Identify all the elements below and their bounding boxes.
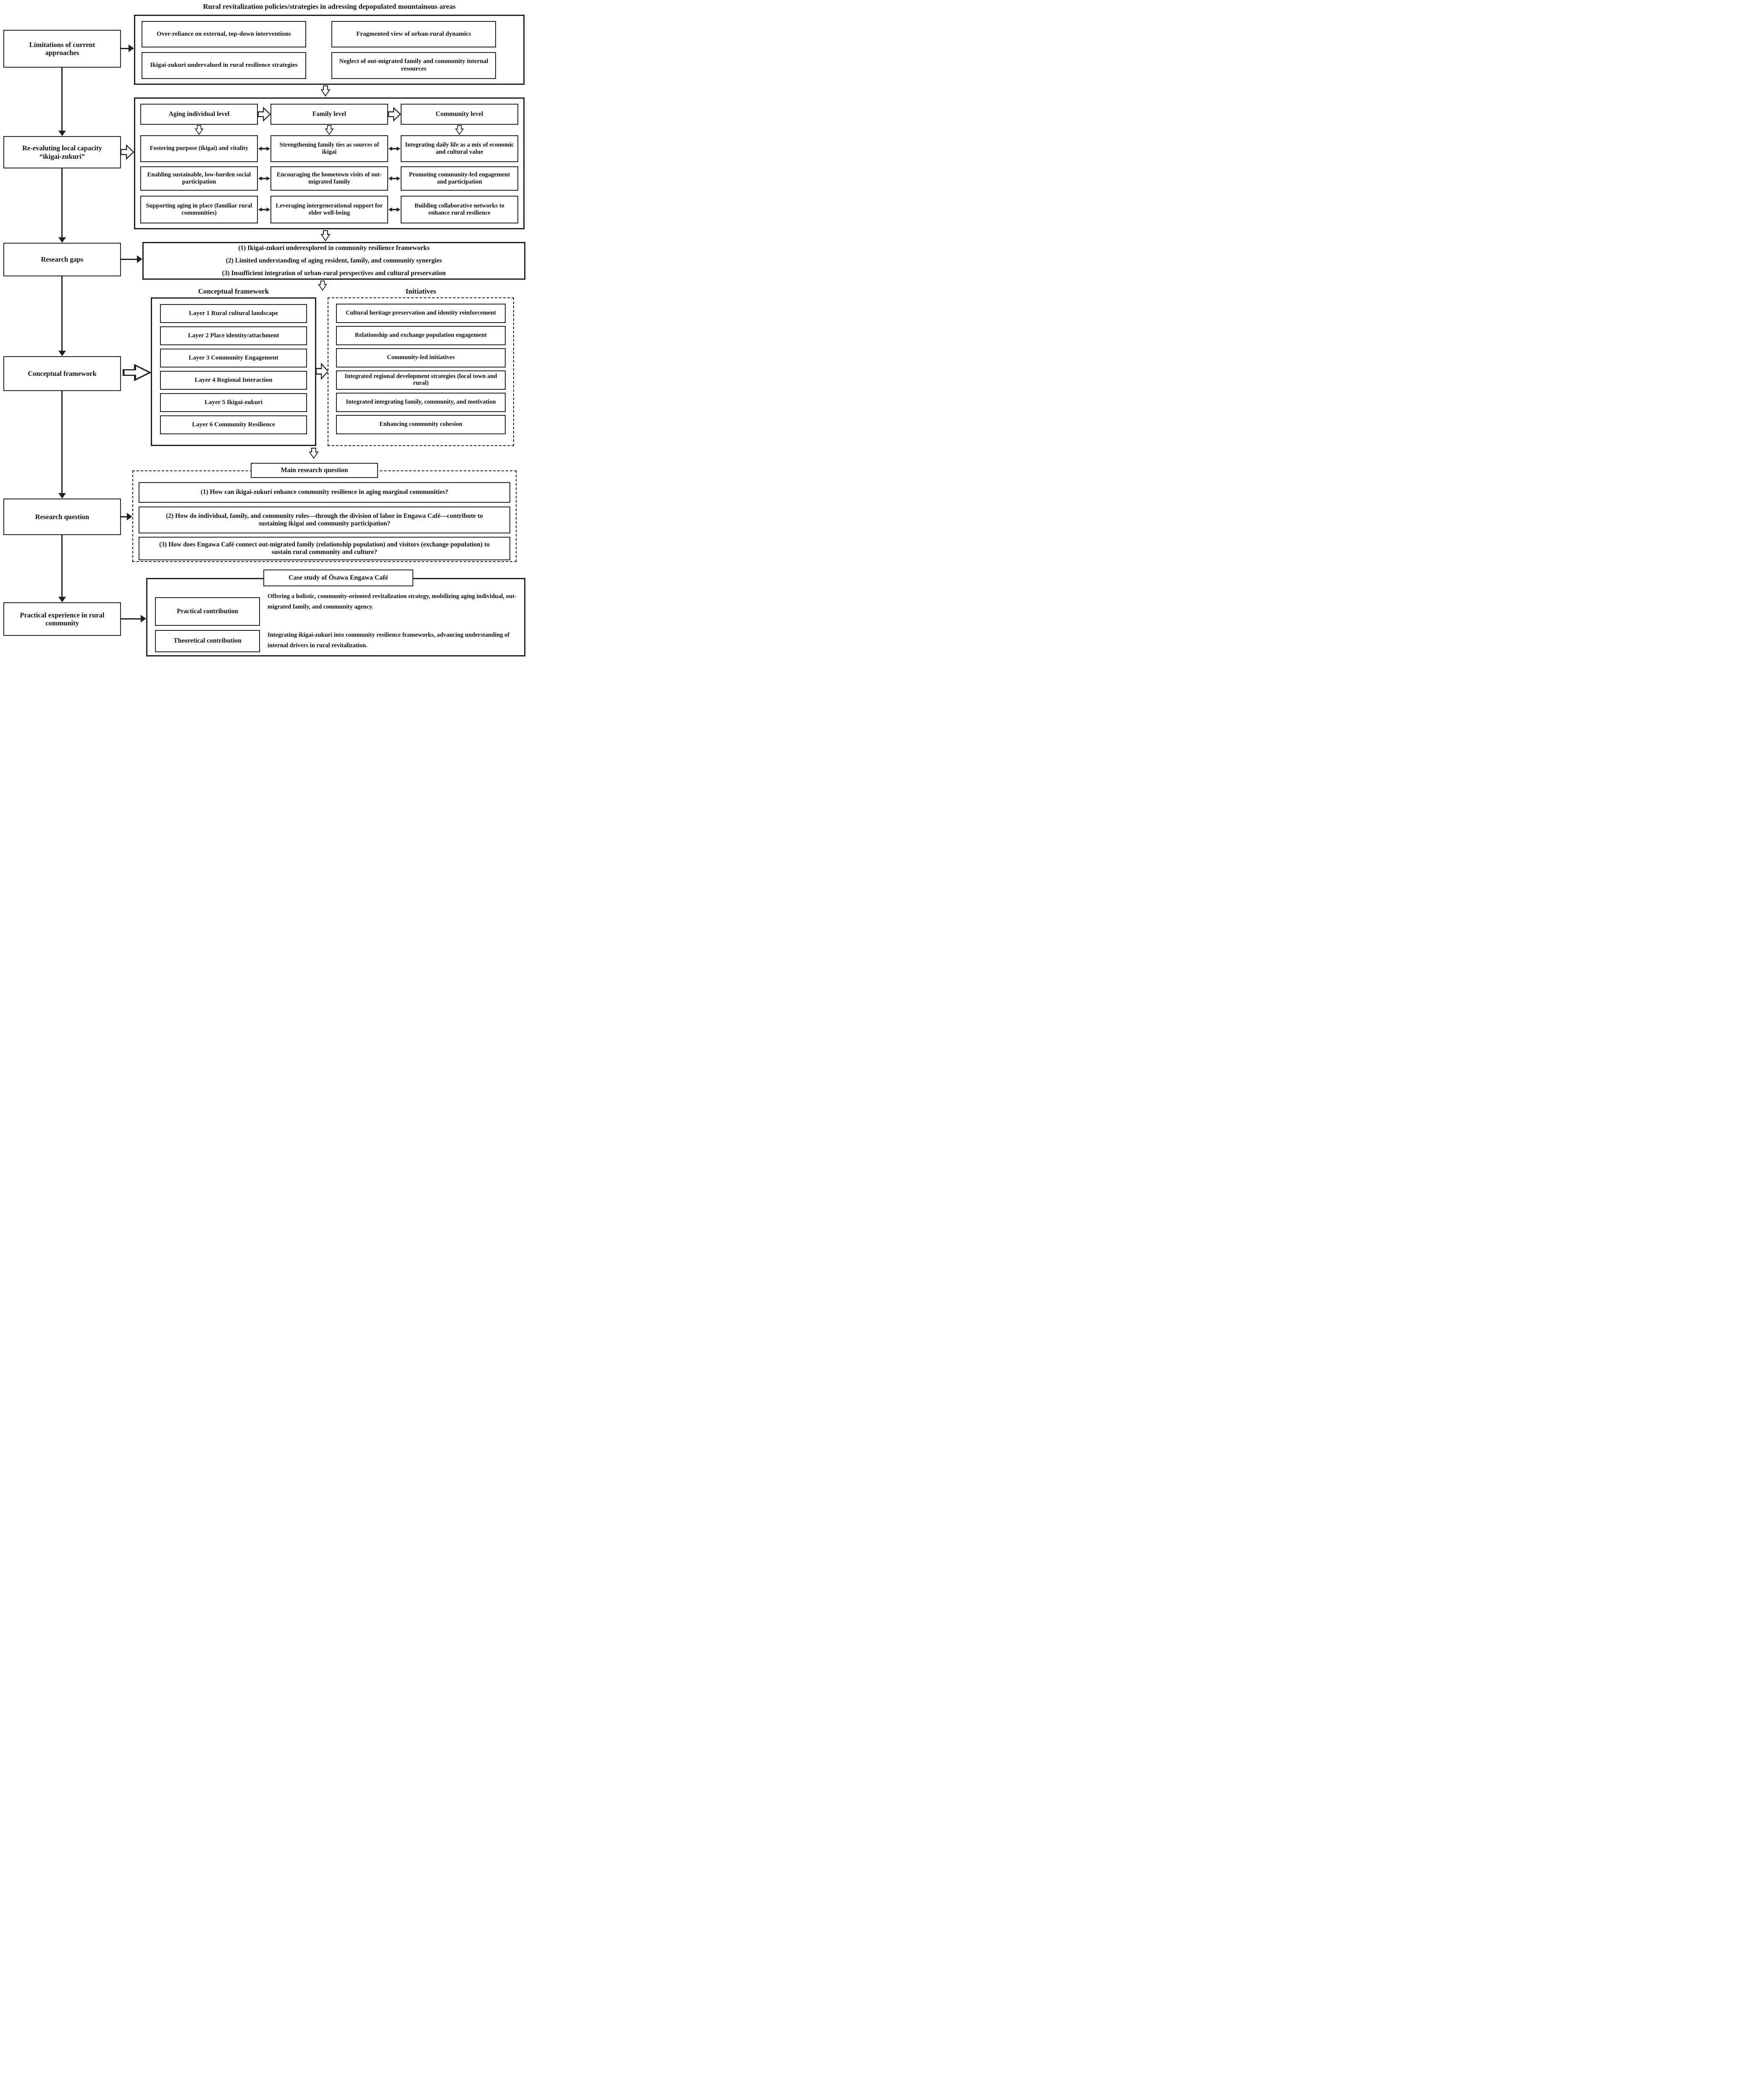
research-question-3: (3) How does Engawa Café connect out-mig… — [139, 537, 510, 560]
gap-item-2: (2) Limited understanding of aging resid… — [226, 257, 442, 265]
hollow-right-arrow-icon — [123, 364, 151, 381]
connector-line — [61, 168, 63, 238]
theoretical-contribution-box: Theoretical contribution — [155, 630, 260, 652]
rail-box-practical-experience: Practical experience in rural community — [3, 602, 121, 636]
layer-box-5: Layer 5 Ikigai-zukuri — [160, 393, 307, 412]
arrowhead-right-icon — [141, 615, 146, 622]
research-question-1: (1) How can ikigai-zukuri enhance commun… — [139, 482, 510, 503]
initiatives-column-title: Initiatives — [405, 287, 436, 295]
connector-line — [121, 516, 128, 517]
hollow-down-arrow-icon — [321, 230, 330, 241]
hollow-right-arrow-icon — [316, 362, 328, 380]
hollow-right-arrow-icon — [121, 144, 134, 160]
grid-cell: Supporting aging in place (familiar rura… — [140, 196, 258, 223]
practical-contribution-box: Practical contribution — [155, 597, 260, 626]
grid-cell: Integrating daily life as a mix of econo… — [401, 135, 518, 162]
rail-box-ikigai: Re-evaluting local capacity “ikigai-zuku… — [3, 136, 121, 168]
conceptual-framework-column-title: Conceptual framework — [198, 287, 269, 295]
hollow-down-arrow-icon — [318, 281, 327, 291]
arrowhead-right-icon — [129, 45, 134, 52]
case-study-header: Case study of Ōsawa Engawa Café — [263, 570, 413, 586]
connector-line — [121, 259, 137, 260]
hollow-down-arrow-icon — [194, 125, 204, 135]
grid-cell: Strengthening family ties as sources of … — [270, 135, 388, 162]
initiative-box-3: Community-led initiatives — [336, 348, 506, 368]
double-arrow-icon — [388, 207, 401, 212]
layer-box-4: Layer 4 Regional Interaction — [160, 371, 307, 390]
hollow-right-arrow-icon — [258, 107, 270, 122]
initiative-box-6: Enhancing community cohesion — [336, 415, 506, 434]
arrowhead-right-icon — [127, 513, 132, 520]
arrowhead-down-icon — [58, 493, 66, 499]
theoretical-contribution-text: Integrating ikigai-zukuri into community… — [268, 632, 510, 649]
research-question-2: (2) How do individual, family, and commu… — [139, 507, 510, 533]
initiative-box-4: Integrated regional development strategi… — [336, 370, 506, 390]
level-header-family: Family level — [270, 104, 388, 125]
hollow-down-arrow-icon — [321, 85, 330, 97]
connector-line — [61, 276, 63, 352]
layer-box-1: Layer 1 Rural cultural landscape — [160, 304, 307, 323]
grid-cell: Promoting community-led engagement and p… — [401, 166, 518, 191]
grid-cell: Fostering purpose (ikigai) and vitality — [140, 135, 258, 162]
initiative-box-5: Integrated integrating family, community… — [336, 393, 506, 412]
layer-box-2: Layer 2 Place identity/attachment — [160, 326, 307, 345]
flowchart-figure: Limitations of current approaches Re-eva… — [0, 0, 527, 660]
research-gaps-panel: (1) Ikigai-zukuri underexplored in commu… — [142, 242, 525, 280]
layer-box-3: Layer 3 Community Engagement — [160, 349, 307, 368]
grid-cell: Enabling sustainable, low-burden social … — [140, 166, 258, 191]
hollow-right-arrow-icon — [388, 107, 401, 122]
limitation-box-4: Neglect of out-migrated family and commu… — [331, 52, 496, 79]
practical-contribution-text: Offering a holistic, community-oriented … — [268, 593, 517, 610]
hollow-down-arrow-icon — [455, 125, 464, 135]
main-research-question-header: Main research question — [251, 463, 378, 478]
gap-item-3: (3) Insufficient integration of urban-ru… — [222, 269, 446, 277]
connector-line — [121, 618, 141, 620]
gap-item-1: (1) Ikigai-zukuri underexplored in commu… — [238, 244, 430, 252]
hollow-down-arrow-icon — [325, 125, 334, 135]
initiative-box-2: Relationship and exchange population eng… — [336, 326, 506, 345]
arrowhead-down-icon — [58, 131, 66, 136]
arrowhead-down-icon — [58, 237, 66, 243]
figure-title: Rural revitalization policies/strategies… — [203, 3, 456, 10]
initiative-box-1: Cultural heritage preservation and ident… — [336, 304, 506, 323]
connector-line — [61, 391, 63, 494]
grid-cell: Encouraging the hometown visits of out-m… — [270, 166, 388, 191]
connector-line — [61, 535, 63, 598]
connector-line — [61, 68, 63, 131]
arrowhead-down-icon — [58, 351, 66, 356]
rail-box-limitations: Limitations of current approaches — [3, 30, 121, 68]
limitation-box-1: Over-reliance on external, top-down inte… — [142, 21, 306, 47]
limitation-box-2: Fragmented view of urban-rural dynamics — [331, 21, 496, 47]
rail-box-research-question: Research question — [3, 499, 121, 535]
connector-line — [121, 48, 129, 49]
level-header-community: Community level — [401, 104, 518, 125]
arrowhead-down-icon — [58, 597, 66, 602]
double-arrow-icon — [258, 207, 270, 212]
rail-box-conceptual-framework: Conceptual framework — [3, 356, 121, 391]
grid-cell: Building collaborative networks to enhan… — [401, 196, 518, 223]
arrowhead-right-icon — [137, 255, 142, 263]
double-arrow-icon — [258, 146, 270, 151]
double-arrow-icon — [388, 176, 401, 181]
layer-box-6: Layer 6 Community Resilience — [160, 415, 307, 434]
double-arrow-icon — [388, 146, 401, 151]
level-header-individual: Aging individual level — [140, 104, 258, 125]
rail-box-research-gaps: Research gaps — [3, 243, 121, 276]
hollow-down-arrow-icon — [309, 448, 318, 459]
grid-cell: Leveraging intergenerational support for… — [270, 196, 388, 223]
double-arrow-icon — [258, 176, 270, 181]
limitation-box-3: Ikigai-zukuri undervalued in rural resil… — [142, 52, 306, 79]
